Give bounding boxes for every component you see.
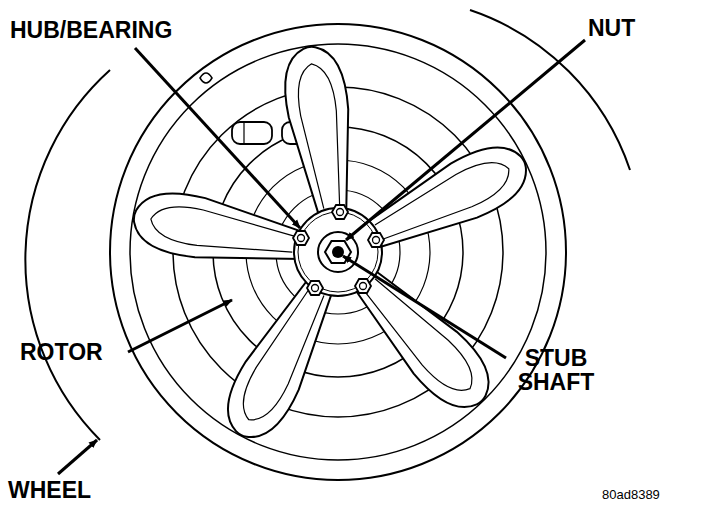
- part-label: WHEEL: [8, 478, 91, 502]
- figure-code: 80ad8389: [602, 488, 660, 502]
- part-label: NUT: [588, 16, 635, 40]
- part-label: STUB SHAFT: [508, 346, 604, 394]
- part-label: ROTOR: [20, 340, 103, 364]
- part-label: HUB/BEARING: [10, 18, 172, 42]
